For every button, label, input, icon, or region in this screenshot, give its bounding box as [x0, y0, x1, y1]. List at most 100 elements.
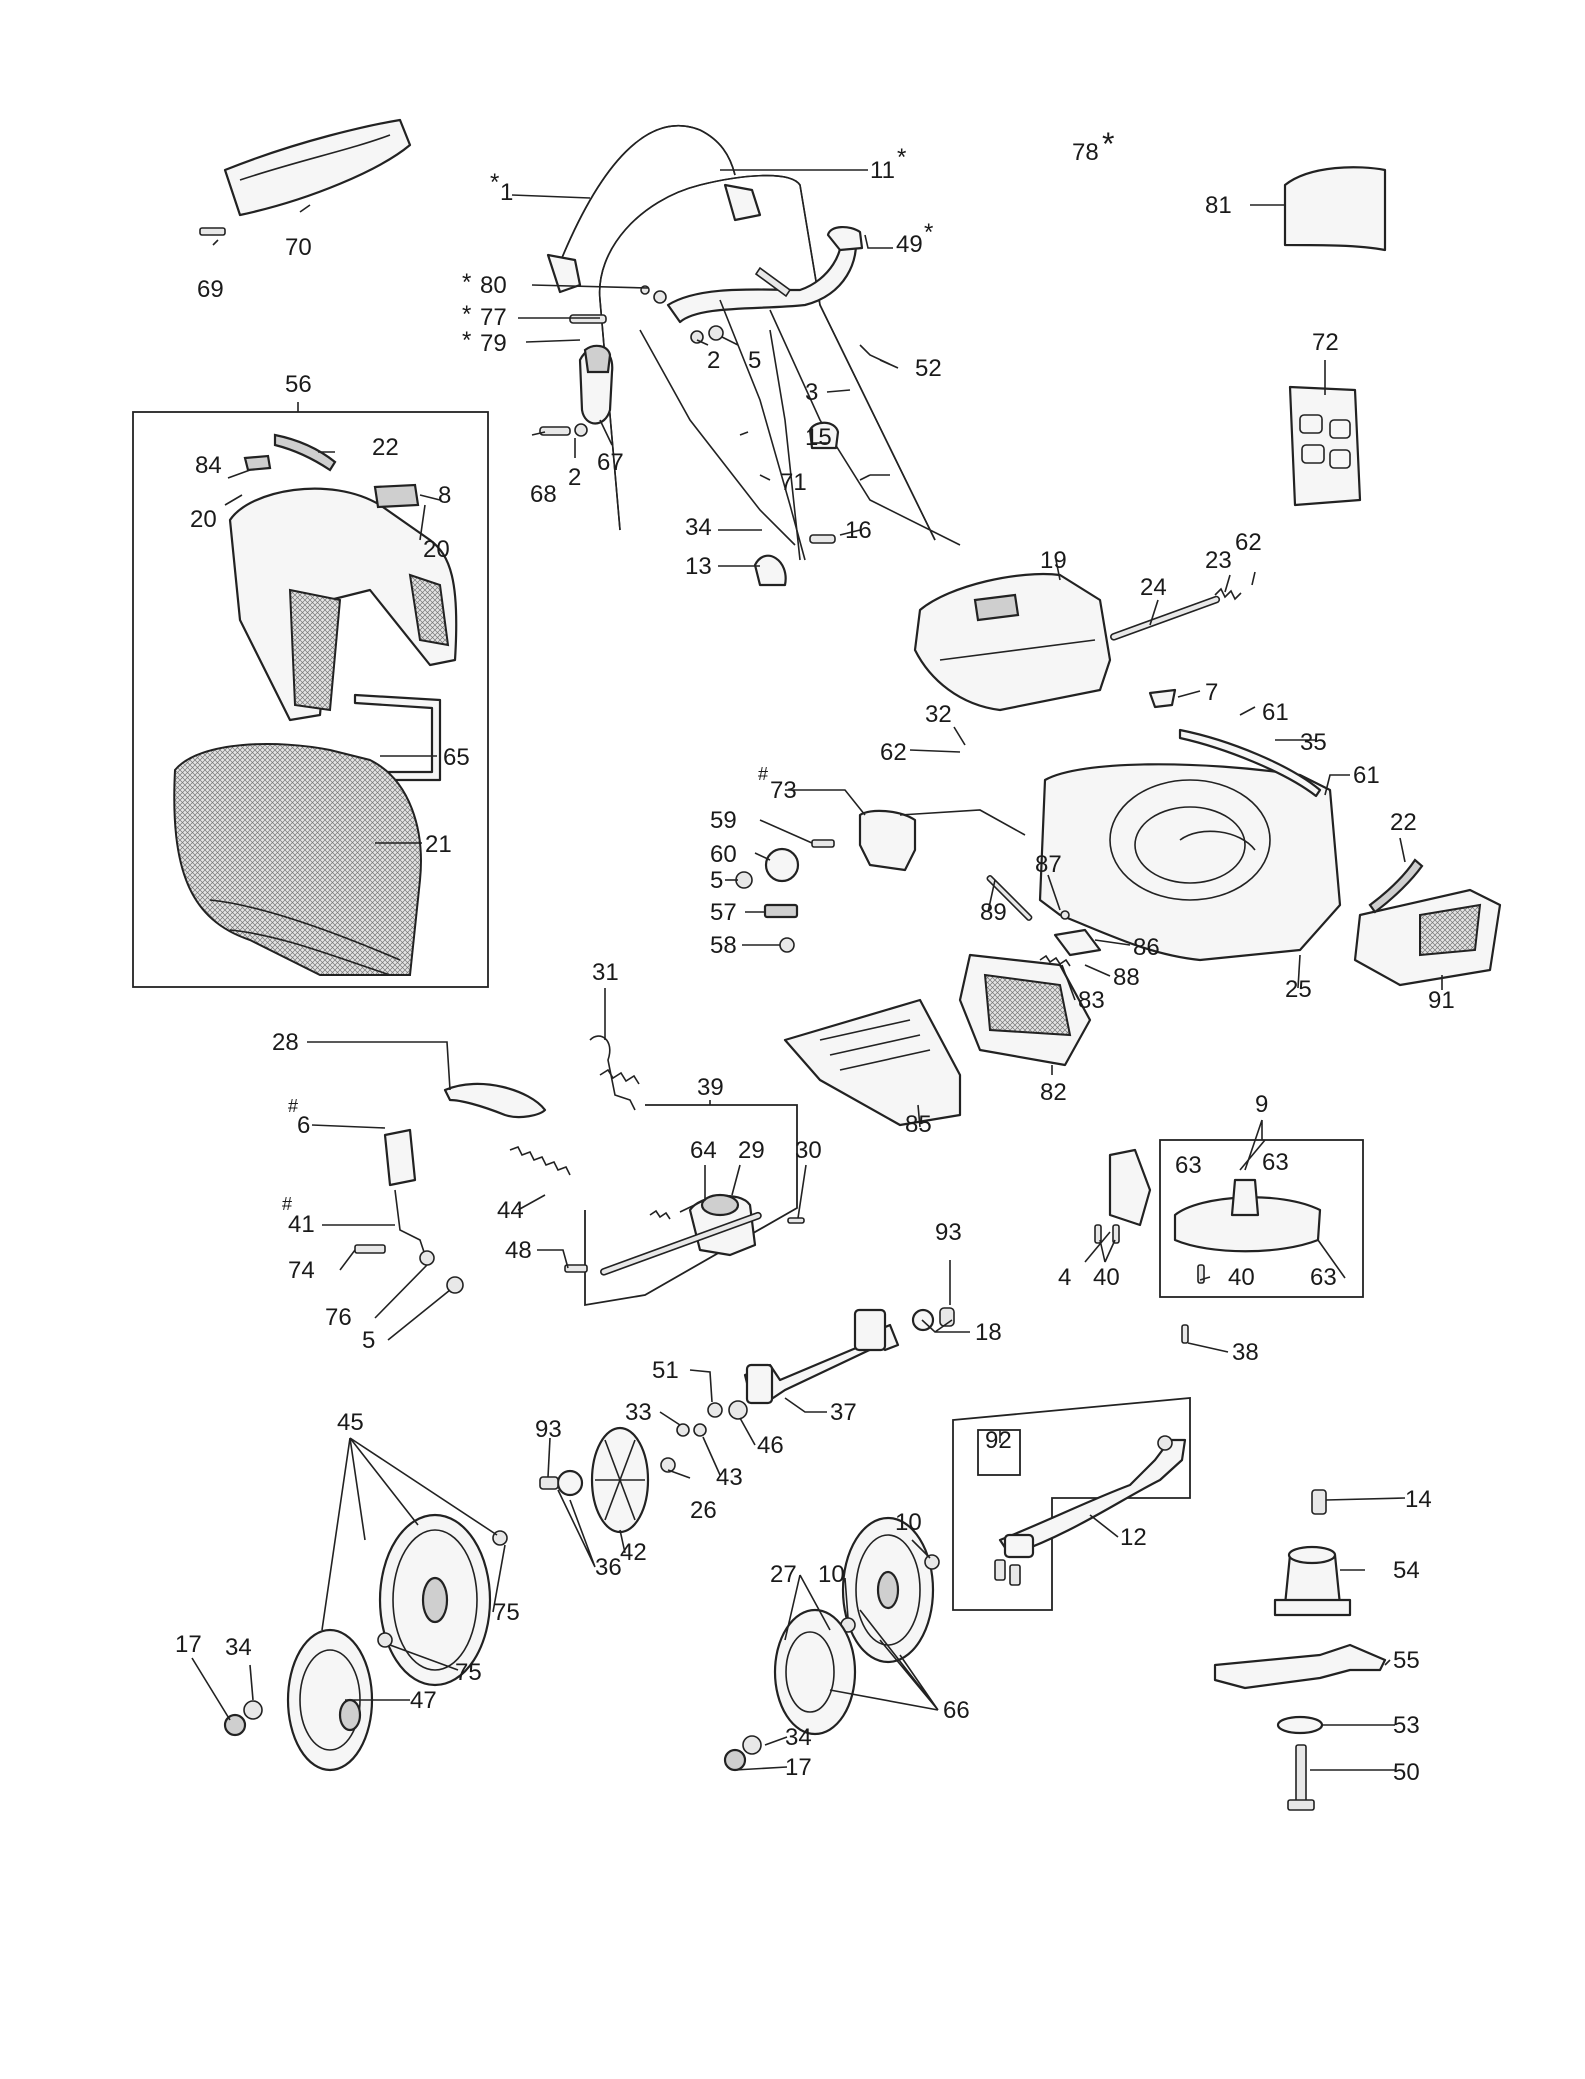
callout-51: 51	[652, 1357, 679, 1384]
callout-13: 13	[685, 553, 712, 580]
star-1: *	[490, 169, 499, 196]
callout-34a: 34	[685, 514, 712, 541]
callout-70: 70	[285, 234, 312, 261]
spring-64	[649, 1209, 671, 1220]
washer-10a	[924, 1554, 940, 1570]
callout-54: 54	[1393, 1557, 1420, 1584]
star-77: *	[462, 301, 471, 328]
callout-52: 52	[915, 355, 942, 382]
screw-58	[779, 937, 795, 953]
deck-25-motor-opening	[1109, 779, 1271, 901]
callout-82: 82	[1040, 1079, 1067, 1106]
callout-60: 60	[710, 841, 737, 868]
washer-53	[1276, 1715, 1324, 1735]
callout-labels: * 1 11 * 78 * 81 49 * 70 69 * 80 * 77 * …	[175, 126, 1455, 1786]
callout-50: 50	[1393, 1759, 1420, 1786]
callout-12: 12	[1120, 1524, 1147, 1551]
callout-8: 8	[438, 482, 451, 509]
callout-28: 28	[272, 1029, 299, 1056]
callout-62a: 62	[1235, 529, 1262, 556]
nut-17b	[723, 1748, 747, 1772]
callout-32: 32	[925, 701, 952, 728]
label-22-top	[273, 433, 337, 472]
star-49: *	[924, 219, 933, 246]
callout-49: 49	[896, 231, 923, 258]
callout-20a: 20	[190, 506, 217, 533]
star-78: *	[1102, 126, 1114, 162]
pin-48	[564, 1264, 588, 1273]
throttle-lever-67	[578, 344, 614, 425]
callout-76: 76	[325, 1304, 352, 1331]
callout-22a: 22	[372, 434, 399, 461]
callout-63a: 63	[1175, 1152, 1202, 1179]
cap-7	[1148, 688, 1177, 709]
callout-75b: 75	[455, 1659, 482, 1686]
spring-31	[599, 1068, 640, 1085]
cables	[639, 266, 961, 561]
control-bar-49	[666, 226, 864, 324]
label-plate-72-holes	[1299, 414, 1351, 469]
callout-33: 33	[625, 1399, 652, 1426]
callout-79: 79	[480, 330, 507, 357]
callout-19: 19	[1040, 547, 1067, 574]
callout-86: 86	[1133, 934, 1160, 961]
callout-83: 83	[1078, 987, 1105, 1014]
callout-17a: 17	[175, 1631, 202, 1658]
engine-cover-19	[913, 572, 1112, 712]
nut-43	[693, 1423, 707, 1437]
callout-58: 58	[710, 932, 737, 959]
rod-24	[1110, 595, 1221, 641]
spring-44	[509, 1145, 571, 1176]
knob-60	[764, 847, 800, 883]
callout-20b: 20	[423, 536, 450, 563]
deck-25	[1038, 763, 1342, 962]
callout-71: 71	[780, 469, 807, 496]
drive-shaft	[600, 1211, 762, 1276]
small-parts-handle	[539, 285, 840, 587]
screw-59	[811, 839, 835, 848]
washer-34b	[243, 1700, 263, 1720]
bolt-51	[707, 1402, 723, 1418]
callout-61a: 61	[1262, 699, 1289, 726]
spring-23	[1214, 587, 1242, 601]
callout-4: 4	[1058, 1264, 1071, 1291]
callout-18: 18	[975, 1319, 1002, 1346]
air-deflector-81	[1283, 166, 1387, 252]
hash-73: #	[758, 764, 768, 784]
washer-46	[728, 1400, 748, 1420]
callout-24: 24	[1140, 574, 1167, 601]
callout-1: 1	[500, 179, 513, 206]
callout-75a: 75	[493, 1599, 520, 1626]
callout-7: 7	[1205, 679, 1218, 706]
spring-83	[1039, 954, 1071, 967]
callout-87: 87	[1035, 851, 1062, 878]
handle-cover-70	[223, 118, 412, 217]
callout-30: 30	[795, 1137, 822, 1164]
label-plate-72	[1288, 385, 1362, 507]
callout-38: 38	[1232, 1339, 1259, 1366]
bar-35	[1178, 728, 1322, 798]
callout-81: 81	[1205, 192, 1232, 219]
wheel-hub-27	[773, 1608, 857, 1736]
callout-44: 44	[497, 1197, 524, 1224]
callout-42: 42	[620, 1539, 647, 1566]
callout-92: 92	[985, 1427, 1012, 1454]
screw-69	[199, 227, 226, 236]
callout-5a: 5	[748, 347, 761, 374]
washer-34c	[742, 1735, 762, 1755]
front-wheel-66	[841, 1516, 935, 1664]
label-22-bumper	[1368, 858, 1424, 914]
callout-55: 55	[1393, 1647, 1420, 1674]
callout-31: 31	[592, 959, 619, 986]
callout-74: 74	[288, 1257, 315, 1284]
callout-2a: 2	[707, 347, 720, 374]
blade-55	[1213, 1643, 1387, 1690]
callout-21: 21	[425, 831, 452, 858]
grass-bag-group-box	[132, 411, 489, 988]
nut-5b	[735, 871, 753, 889]
screw-40b	[1112, 1224, 1120, 1244]
callout-61b: 61	[1353, 762, 1380, 789]
callout-17b: 17	[785, 1754, 812, 1781]
callout-53: 53	[1393, 1712, 1420, 1739]
